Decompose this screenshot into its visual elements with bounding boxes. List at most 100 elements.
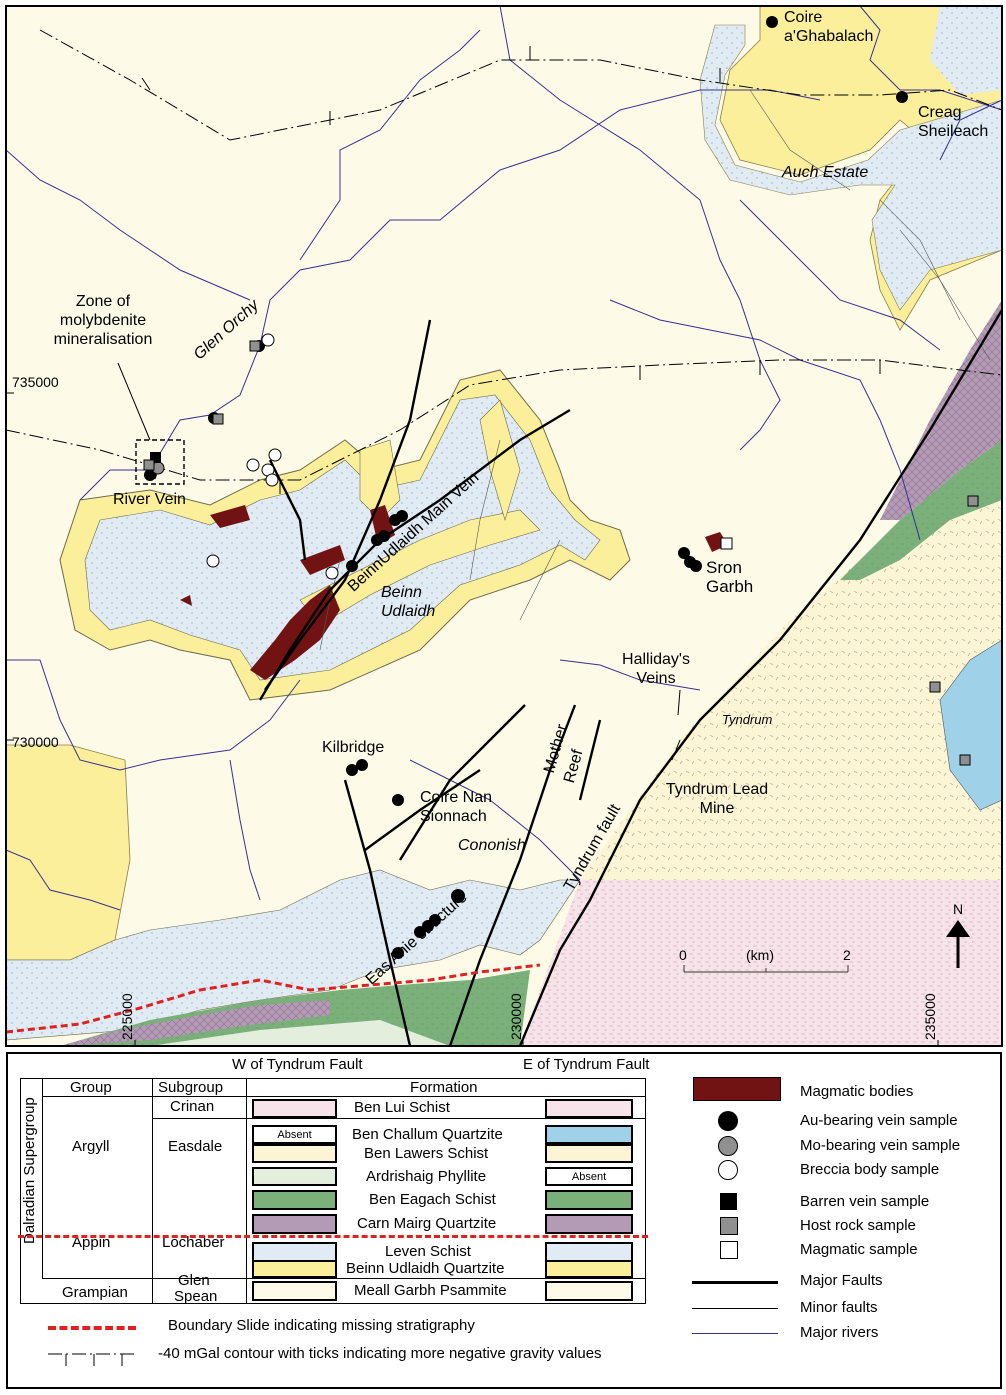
legend-symbol-boundary-slide	[48, 1326, 136, 1330]
legend-formation-udlaidh: Beinn Udlaidh Quartzite	[346, 1260, 505, 1277]
legend-formation-ben-challum: Ben Challum Quartzite	[352, 1126, 503, 1143]
au-vein-sample	[396, 510, 408, 522]
samples-host	[143, 340, 979, 766]
legend-symbol-river	[692, 1333, 778, 1334]
label-creag-sheileach-2: Sheileach	[918, 123, 989, 140]
north-arrow-icon	[946, 920, 970, 937]
legend-subgroup-lochaber: Lochaber	[162, 1234, 225, 1251]
legend-symbol-magmatic-bodies	[693, 1077, 781, 1101]
legend-col-subgroup: Subgroup	[158, 1079, 224, 1096]
label-coire-nan-1: Coire Nan	[420, 789, 493, 806]
legend-symbol-host	[720, 1217, 738, 1235]
breccia-sample	[246, 458, 260, 472]
label-beinn-udlaidh-2: Udlaidh	[381, 603, 436, 620]
swatch-udlaidh-e	[545, 1260, 633, 1278]
swatch-meall-garbh-e	[545, 1281, 633, 1301]
au-vein-sample	[678, 547, 690, 559]
scale-label-0: 0	[679, 947, 687, 963]
au-vein-sample	[896, 91, 908, 103]
samples-breccia	[206, 333, 339, 580]
legend-w-fault: W of Tyndrum Fault	[232, 1056, 363, 1073]
legend-label-barren: Barren vein sample	[800, 1193, 930, 1210]
breccia-sample	[265, 473, 279, 487]
label-coire-ghabalach-2: a'Ghabalach	[784, 28, 874, 45]
breccia-sample	[261, 333, 275, 347]
unit-cross-s	[60, 1000, 330, 1046]
swatch-ben-lui-e	[545, 1099, 633, 1118]
label-northing-730000: 730000	[12, 734, 59, 750]
swatch-ben-lawers-e	[545, 1144, 633, 1163]
legend-subgroup-spean: Spean	[174, 1288, 218, 1305]
label-kilbridge: Kilbridge	[322, 739, 385, 756]
host-rock-sample	[249, 340, 261, 352]
legend-formation-ben-lui: Ben Lui Schist	[354, 1099, 450, 1116]
scale-bar	[683, 965, 849, 973]
au-vein-sample	[690, 560, 702, 572]
unit-leven-s	[5, 869, 581, 1041]
swatch-ben-eagach-e	[545, 1190, 633, 1210]
unit-leven-e	[930, 6, 1002, 95]
swatch-ardrishaig-e: Absent	[545, 1167, 633, 1186]
label-hallidays-2: Veins	[636, 670, 676, 687]
unit-quartzite-fold3	[479, 399, 521, 522]
unit-ardrishaig-s	[150, 1020, 450, 1046]
legend-label-breccia: Breccia body sample	[800, 1161, 940, 1178]
boundary-slide	[5, 963, 541, 1034]
label-easting-235000: 235000	[922, 993, 938, 1040]
magmatic-sample	[720, 537, 733, 550]
hallidays-leader	[677, 689, 681, 716]
legend-subgroup-easdale: Easdale	[168, 1138, 223, 1155]
legend-label-mo: Mo-bearing vein sample	[800, 1137, 961, 1154]
unit-leven-w	[84, 394, 601, 681]
legend-subgroup-glen: Glen	[178, 1272, 210, 1289]
swatch-ben-lawers-w	[252, 1144, 337, 1163]
geological-map	[5, 5, 1004, 1047]
samples-au	[144, 16, 908, 959]
au-vein-sample	[392, 947, 404, 959]
label-northing-735000: 735000	[12, 374, 59, 390]
swatch-carn-mairg-e	[545, 1214, 633, 1234]
legend-symbol-gravity	[48, 1353, 138, 1366]
label-sron-garbh-2: Garbh	[706, 577, 754, 596]
label-river-vein: River Vein	[113, 491, 186, 508]
label-north: N	[953, 901, 964, 917]
map-frame	[5, 5, 1003, 1047]
legend: W of Tyndrum Fault E of Tyndrum Fault Gr…	[0, 1052, 1006, 1395]
swatch-leven-e	[545, 1242, 633, 1262]
swatch-leven-w	[252, 1242, 337, 1262]
label-auch-estate: Auch Estate	[782, 164, 869, 181]
label-zone-2: molybdenite	[59, 312, 147, 329]
au-vein-sample	[392, 794, 404, 806]
swatch-ben-lui-w	[252, 1099, 337, 1118]
grid-ticks	[6, 392, 939, 1046]
legend-e-fault: E of Tyndrum Fault	[523, 1056, 650, 1073]
label-easting-230000: 230000	[508, 993, 524, 1040]
legend-supergroup: Dalradian Supergroup	[21, 1097, 38, 1244]
label-beinn-udlaidh-1: Beinn	[381, 584, 422, 601]
legend-label-magmatic-sample: Magmatic sample	[800, 1241, 918, 1258]
legend-label-host: Host rock sample	[800, 1217, 916, 1234]
host-rock-sample	[143, 459, 155, 471]
au-vein-sample	[346, 764, 358, 776]
au-vein-sample	[346, 560, 358, 572]
legend-symbol-major-fault	[692, 1281, 778, 1284]
au-vein-sample	[356, 759, 368, 771]
swatch-ben-challum-w: Absent	[252, 1125, 337, 1144]
label-coire-nan-2: Sionnach	[420, 808, 487, 825]
zone-box	[135, 439, 185, 485]
legend-symbol-minor-fault	[692, 1308, 778, 1309]
zone-leader	[117, 362, 151, 441]
swatch-meall-garbh-w	[252, 1281, 337, 1301]
unit-ben-eagach-e	[840, 440, 1002, 580]
unit-ben-lawers-e	[580, 460, 1002, 880]
host-rock-sample	[967, 495, 979, 507]
label-easting-225000: 225000	[119, 993, 135, 1040]
legend-formation-ben-eagach: Ben Eagach Schist	[369, 1191, 496, 1208]
gravity-contour	[5, 29, 1003, 481]
legend-col-group: Group	[70, 1079, 112, 1096]
lead-mine-leader	[671, 739, 681, 761]
scale-label-km: (km)	[746, 947, 774, 963]
breccia-sample	[206, 554, 220, 568]
label-lead-mine-1: Tyndrum Lead	[665, 781, 769, 798]
legend-formation-carn-mairg: Carn Mairg Quartzite	[357, 1215, 497, 1232]
